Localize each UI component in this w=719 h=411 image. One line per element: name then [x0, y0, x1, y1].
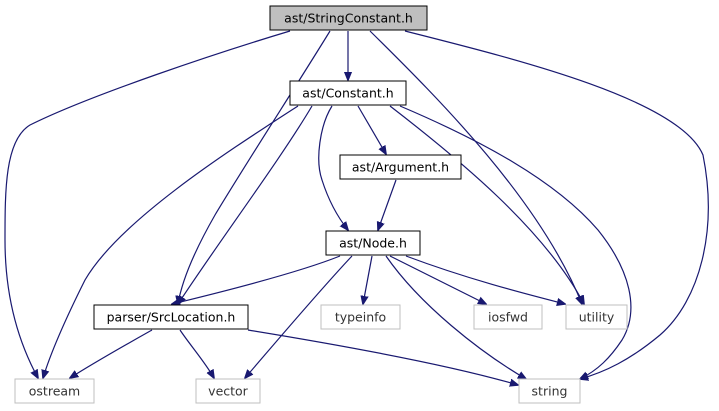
node-label-ostream: ostream [29, 384, 80, 399]
node-constant[interactable]: ast/Constant.h [289, 80, 407, 106]
node-string: string [518, 378, 581, 404]
node-box-node [325, 230, 421, 256]
node-box-constant [289, 80, 407, 106]
edge-node-to-iosfwd [389, 255, 486, 304]
node-box-string [518, 378, 581, 404]
node-label-vector: vector [208, 384, 249, 399]
node-argument[interactable]: ast/Argument.h [339, 154, 462, 180]
node-vector: vector [195, 378, 261, 404]
edge-string_constant-to-utility [369, 30, 582, 304]
node-box-iosfwd [473, 304, 543, 330]
node-label-string_constant: ast/StringConstant.h [284, 11, 413, 26]
node-label-srclocation: parser/SrcLocation.h [107, 310, 236, 325]
node-label-argument: ast/Argument.h [352, 160, 449, 175]
node-node[interactable]: ast/Node.h [325, 230, 421, 256]
node-box-srclocation [93, 304, 249, 330]
edge-node-to-srclocation [172, 255, 341, 304]
edge-node-to-typeinfo [363, 255, 373, 304]
edge-constant-to-ostream [43, 105, 299, 378]
edge-string_constant-to-string [404, 30, 709, 379]
node-utility: utility [565, 304, 628, 330]
node-label-node: ast/Node.h [339, 236, 407, 251]
node-box-string_constant [269, 5, 428, 31]
edge-node-to-utility [405, 255, 565, 304]
edge-string_constant-to-ostream [4, 30, 291, 378]
node-ostream: ostream [14, 378, 95, 404]
node-box-utility [565, 304, 628, 330]
node-string_constant[interactable]: ast/StringConstant.h [269, 5, 428, 31]
edges-layer [4, 30, 709, 385]
edge-srclocation-to-ostream [70, 329, 153, 378]
edge-srclocation-to-string [247, 329, 518, 385]
node-srclocation[interactable]: parser/SrcLocation.h [93, 304, 249, 330]
edge-node-to-string [385, 255, 526, 379]
edge-string_constant-to-srclocation [178, 30, 331, 304]
edge-constant-to-srclocation [178, 105, 313, 304]
edge-node-to-vector [245, 255, 353, 378]
edge-srclocation-to-vector [179, 329, 214, 378]
node-iosfwd: iosfwd [473, 304, 543, 330]
node-typeinfo: typeinfo [320, 304, 401, 330]
edge-constant-to-utility [389, 105, 584, 304]
edge-constant-to-node [318, 105, 348, 230]
edge-argument-to-node [378, 179, 397, 230]
edge-constant-to-argument [357, 105, 386, 154]
edge-constant-to-string [399, 105, 632, 379]
node-label-iosfwd: iosfwd [488, 310, 528, 325]
node-label-string: string [532, 384, 568, 399]
nodes-layer: ast/StringConstant.h ast/Constant.h ast/Ar… [14, 5, 628, 404]
node-box-argument [339, 154, 462, 180]
node-label-utility: utility [579, 310, 615, 325]
node-label-typeinfo: typeinfo [335, 310, 386, 325]
node-label-constant: ast/Constant.h [302, 86, 393, 101]
node-box-typeinfo [320, 304, 401, 330]
node-box-ostream [14, 378, 95, 404]
node-box-vector [195, 378, 261, 404]
